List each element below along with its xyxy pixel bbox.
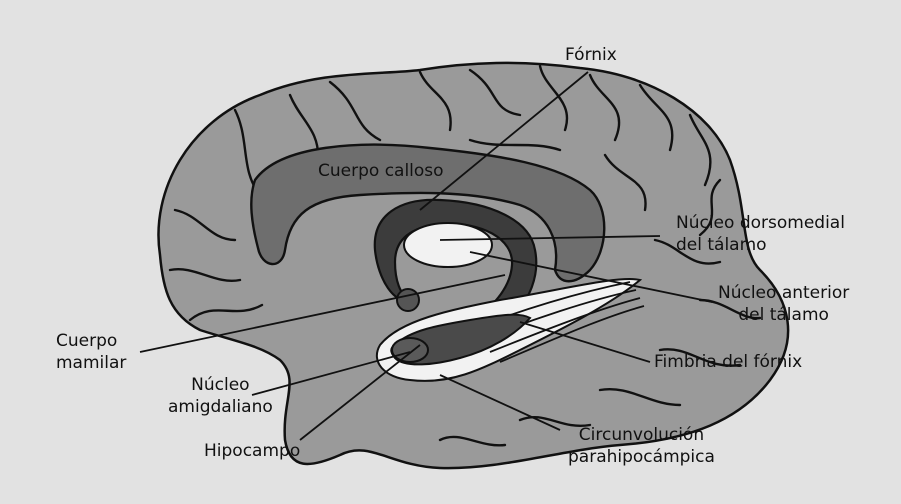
label-cuerpo-mamilar: Cuerpo mamilar [56, 330, 126, 374]
label-nucleo-amigdaliano: Núcleo amigdaliano [168, 374, 273, 418]
label-hipocampo: Hipocampo [204, 440, 300, 462]
label-circunvolucion: Circunvolución parahipocámpica [568, 424, 715, 468]
label-fornix: Fórnix [565, 44, 617, 66]
thalamus-dorsomedial-nucleus [404, 223, 492, 267]
label-nucleo-dorsomedial: Núcleo dorsomedial del tálamo [676, 212, 845, 256]
label-fimbria: Fimbria del fórnix [654, 351, 802, 373]
amygdala [392, 338, 428, 362]
label-cuerpo-calloso: Cuerpo calloso [318, 160, 444, 182]
label-nucleo-anterior: Núcleo anterior del tálamo [718, 282, 849, 326]
mammillary-body [397, 289, 419, 311]
